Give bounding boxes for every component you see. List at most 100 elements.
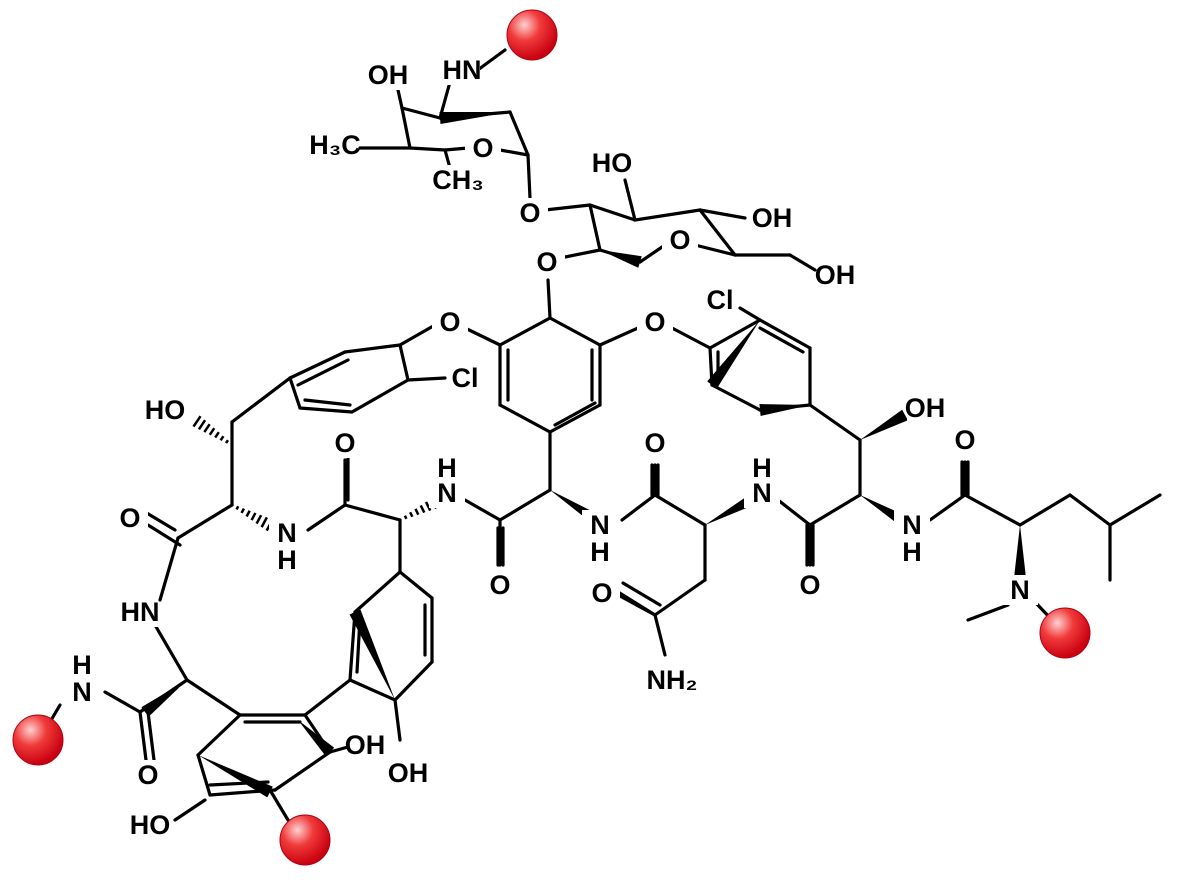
atom-label: H <box>590 537 610 567</box>
bond <box>1108 493 1162 527</box>
atom-label: N <box>437 478 457 508</box>
bond <box>1068 493 1112 527</box>
bond <box>408 146 447 152</box>
bond <box>196 753 212 797</box>
bond <box>698 208 737 257</box>
atom-label: O <box>591 578 612 608</box>
bond <box>406 376 447 382</box>
atom-label: O <box>644 307 665 337</box>
bond <box>633 208 702 222</box>
bond <box>393 660 434 702</box>
wedge-bond <box>759 404 810 416</box>
bond <box>463 498 502 522</box>
atom-label: O <box>472 133 493 163</box>
atom-label: OH <box>388 758 429 788</box>
double-bond-line <box>138 710 148 762</box>
wedge-bond <box>141 680 187 717</box>
wedge-bond <box>439 112 510 124</box>
bond <box>288 376 302 410</box>
bond <box>463 326 502 347</box>
bond <box>196 713 242 757</box>
bond <box>400 106 412 150</box>
bond <box>653 578 707 617</box>
hashed-bond <box>192 415 230 444</box>
atom-label: O <box>954 425 975 455</box>
atom-label: O <box>799 570 820 600</box>
atom-label: CH₃ <box>432 165 483 195</box>
bond <box>398 570 434 600</box>
bond <box>653 493 707 527</box>
bond <box>598 326 640 347</box>
bond <box>343 343 402 354</box>
double-bond-line <box>621 581 662 607</box>
atom-label: OH <box>905 393 946 423</box>
bond <box>498 488 552 522</box>
wedge-bond <box>600 250 642 268</box>
bond <box>638 243 667 264</box>
bond <box>758 318 812 350</box>
modification-site-marker <box>1039 607 1091 659</box>
atom-label: O <box>644 428 665 458</box>
bond <box>185 678 242 717</box>
bond <box>546 278 552 320</box>
bond <box>708 318 762 350</box>
modification-site-marker <box>279 814 331 866</box>
bond <box>588 203 637 222</box>
bond <box>348 610 357 682</box>
double-bond-line <box>143 510 177 532</box>
modification-site-marker <box>12 714 64 766</box>
bond <box>103 690 142 714</box>
atom-label: O <box>669 225 690 255</box>
wedge-bond <box>349 609 395 700</box>
bond <box>393 698 402 742</box>
bond <box>153 623 189 682</box>
hashed-bond <box>235 505 274 532</box>
atom-label: N <box>590 510 610 540</box>
atom-label: OH <box>752 203 793 233</box>
bond <box>808 493 862 527</box>
bond <box>400 106 442 120</box>
atom-label: O <box>334 428 355 458</box>
bond <box>776 498 812 527</box>
modification-markers <box>12 9 1091 866</box>
bond <box>623 178 637 222</box>
double-bond-line <box>146 523 182 547</box>
wedge-bond <box>198 755 273 798</box>
bond <box>928 493 967 522</box>
bond <box>548 403 602 434</box>
atom-label: H <box>277 545 297 575</box>
bond <box>396 88 404 110</box>
bond <box>443 146 470 152</box>
bond <box>273 750 332 792</box>
bond <box>710 383 762 412</box>
bond <box>303 678 352 717</box>
atom-label: N <box>902 510 922 540</box>
atom-label: O <box>439 307 460 337</box>
bond <box>508 110 530 157</box>
bond <box>698 208 747 220</box>
bond <box>543 203 592 212</box>
double-bond-line <box>303 398 352 407</box>
bond <box>670 326 712 350</box>
wedge-bond <box>860 409 908 440</box>
bond <box>653 613 667 657</box>
wedge-bond <box>298 720 335 757</box>
modification-site-marker <box>506 9 558 61</box>
double-bond-line <box>146 710 156 762</box>
bond <box>808 403 862 442</box>
atom-label: HN <box>121 597 160 627</box>
bond <box>526 153 532 200</box>
atom-label: HO <box>145 395 186 425</box>
bond <box>353 570 402 614</box>
atom-label: OH <box>368 60 409 90</box>
atom-label: N <box>1010 575 1030 605</box>
bond <box>693 243 737 257</box>
wedge-bond <box>1014 525 1026 578</box>
atom-label: Cl <box>452 363 479 393</box>
double-bond-line <box>553 401 597 427</box>
atom-label: H <box>72 650 92 680</box>
bond <box>230 376 292 424</box>
bond <box>158 536 180 602</box>
